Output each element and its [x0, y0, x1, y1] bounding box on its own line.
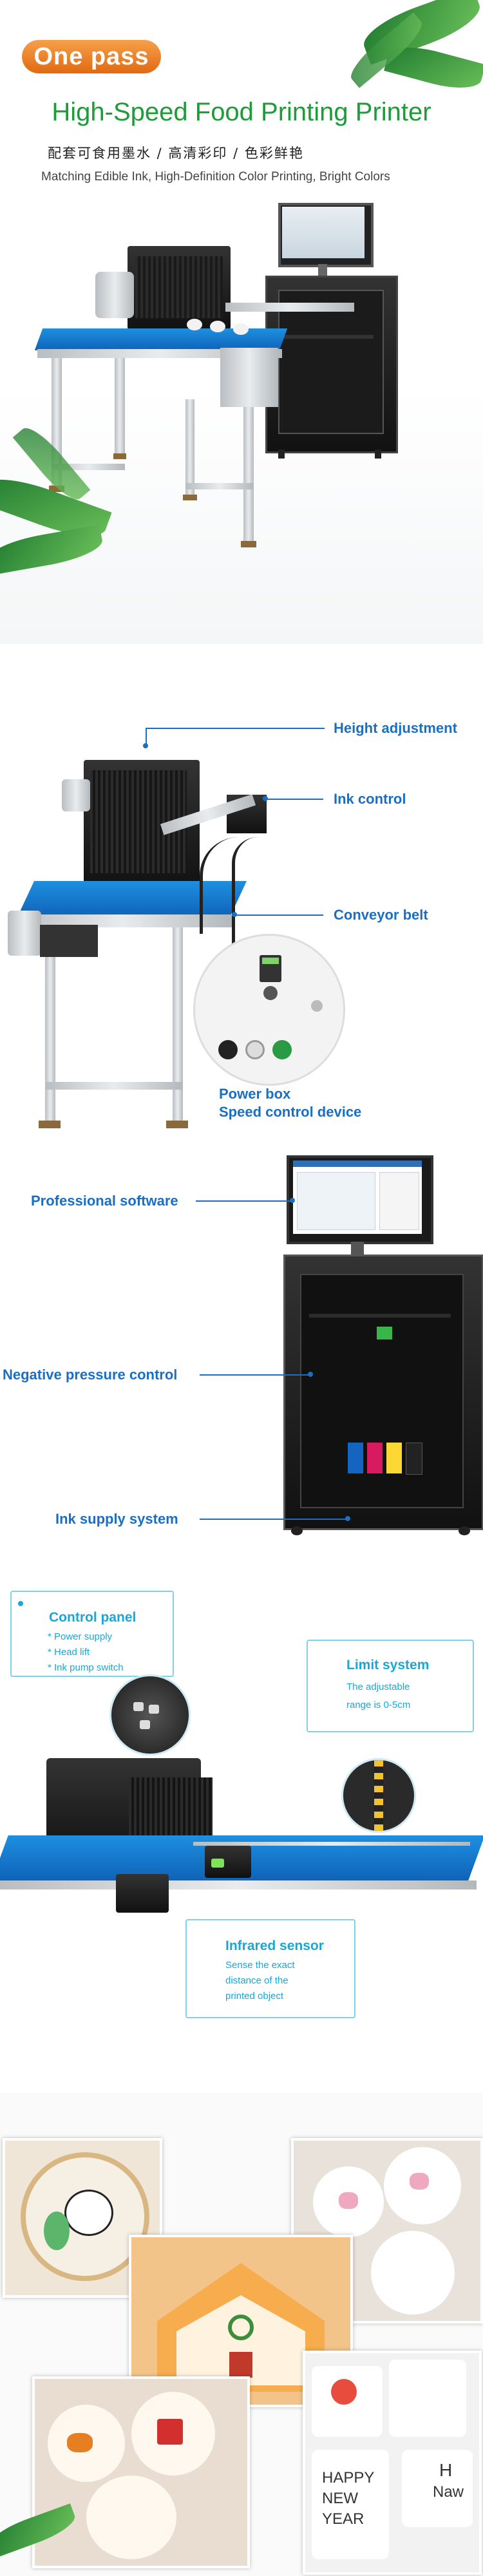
label-power-box: Power box — [219, 1086, 291, 1102]
power-box-closeup — [193, 934, 345, 1086]
label-speed-control: Speed control device — [219, 1104, 362, 1120]
samples-section: HAPPY NEW YEAR H Naw — [0, 2093, 483, 2576]
label-ink-supply: Ink supply system — [55, 1511, 178, 1527]
sample-text-h: H — [439, 2460, 453, 2480]
control-item: * Power supply — [48, 1631, 113, 1642]
limit-system-title: Limit system — [346, 1658, 430, 1672]
printer-machine-image — [34, 203, 451, 618]
control-item: * Head lift — [48, 1647, 90, 1658]
sample-text-happy: HAPPY — [322, 2469, 375, 2486]
cabinet-section: Professional software Negative pressure … — [0, 1153, 483, 1565]
page-title: High-Speed Food Printing Printer — [52, 98, 431, 126]
control-item: * Ink pump switch — [48, 1662, 124, 1673]
limit-system-callout: Limit system The adjustable range is 0-5… — [307, 1640, 474, 1732]
sensor-text: distance of the — [225, 1975, 289, 1986]
limit-text: range is 0-5cm — [346, 1700, 411, 1710]
label-conveyor-belt: Conveyor belt — [334, 907, 428, 923]
label-negative-pressure: Negative pressure control — [3, 1367, 178, 1383]
limit-text: The adjustable — [346, 1681, 410, 1692]
control-panel-closeup — [109, 1674, 191, 1756]
label-professional-software: Professional software — [31, 1193, 178, 1209]
panda-cookie-photo — [3, 2138, 162, 2298]
hero-section: One pass High-Speed Food Printing Printe… — [0, 0, 483, 644]
infrared-sensor-callout: Infrared sensor Sense the exact distance… — [185, 1919, 355, 2018]
limit-system-closeup — [341, 1758, 416, 1833]
subtitle-english: Matching Edible Ink, High-Definition Col… — [41, 170, 390, 184]
sample-text-year: YEAR — [322, 2510, 365, 2528]
new-year-marshmallow-photo: HAPPY NEW YEAR H Naw — [303, 2351, 482, 2575]
sample-text-new: NEW — [322, 2490, 358, 2507]
label-height-adjustment: Height adjustment — [334, 720, 457, 736]
control-panel-title: Control panel — [49, 1610, 137, 1625]
one-pass-badge: One pass — [22, 40, 161, 73]
detail-section: Control panel * Power supply * Head lift… — [0, 1571, 483, 2022]
subtitle-chinese: 配套可食用墨水 / 高清彩印 / 色彩鲜艳 — [48, 146, 304, 161]
callout-dot — [143, 743, 148, 748]
sensor-text: Sense the exact — [225, 1960, 295, 1971]
parts-section: Height adjustment Ink control Conveyor b… — [0, 702, 483, 1166]
label-ink-control: Ink control — [334, 791, 406, 807]
infrared-sensor-title: Infrared sensor — [225, 1938, 324, 1953]
control-panel-callout: Control panel * Power supply * Head lift… — [10, 1591, 174, 1677]
sensor-text: printed object — [225, 1991, 284, 2002]
bun-photo — [32, 2376, 250, 2568]
sample-text-naw: Naw — [433, 2483, 464, 2501]
